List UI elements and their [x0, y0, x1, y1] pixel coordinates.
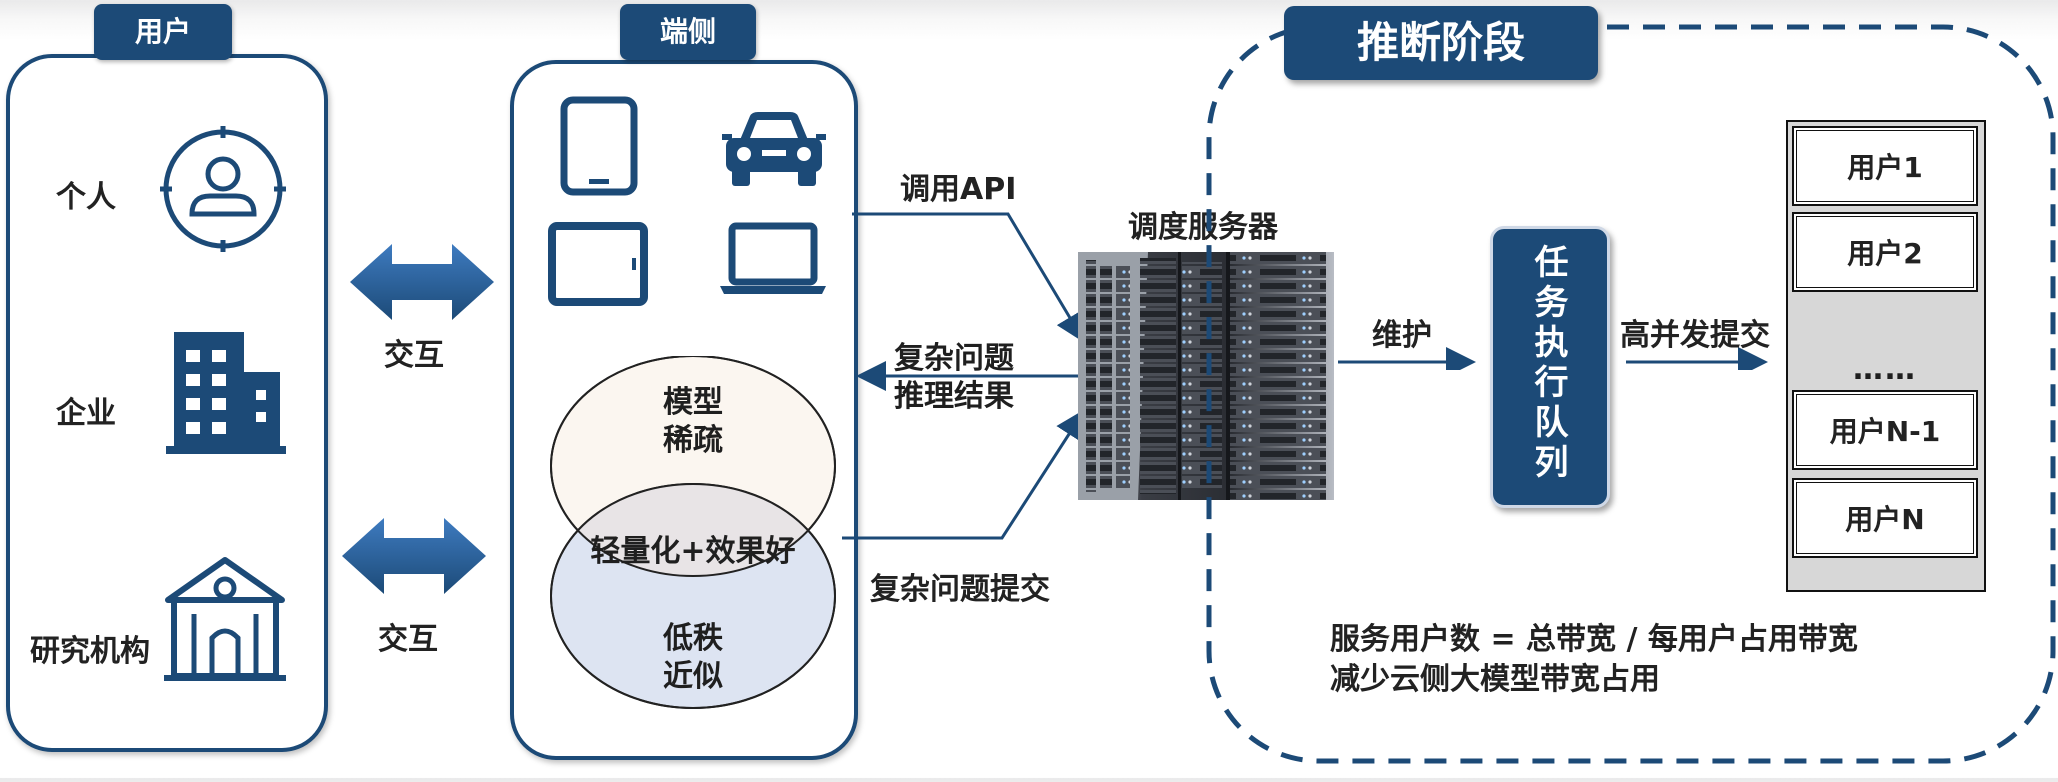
interaction-arrow-top	[350, 244, 494, 324]
laptop-icon	[718, 222, 828, 302]
note-reduce-bandwidth: 减少云侧大模型带宽占用	[1330, 662, 1660, 697]
flow-lines	[842, 212, 1086, 540]
note-service-users: 服务用户数 = 总带宽 / 每用户占用带宽	[1330, 622, 1858, 657]
device-tab: 端侧	[620, 4, 756, 60]
interaction-arrow-bottom	[342, 518, 486, 598]
tablet-icon	[560, 96, 638, 200]
queue-item-1: 用户1	[1792, 126, 1978, 206]
queue-item-2: 用户2	[1792, 212, 1978, 292]
venn-top-text: 模型 稀疏	[548, 384, 838, 460]
flow-label-complex-submit: 复杂问题提交	[870, 572, 1050, 607]
flow-label-complex-result-2: 推理结果	[894, 379, 1014, 414]
server-rack-image	[1078, 252, 1334, 504]
flow-label-complex-result-1: 复杂问题	[894, 341, 1014, 376]
venn-middle-text: 轻量化+效果好	[590, 534, 796, 569]
task-queue-label: 任务执行队列	[1528, 244, 1568, 484]
scheduler-label: 调度服务器	[1128, 210, 1278, 245]
tablet-landscape-icon	[548, 222, 648, 310]
queue-ellipsis: ……	[1853, 352, 1917, 387]
high-concurrency-label: 高并发提交	[1620, 318, 1770, 353]
venn-bottom-text: 低秩 近似	[548, 620, 838, 696]
interaction-label-top: 交互	[384, 338, 444, 373]
venn-bottom-line-2: 近似	[663, 659, 723, 694]
person-icon	[160, 126, 286, 256]
venn-diagram	[548, 355, 838, 730]
queue-item-n: 用户N	[1792, 478, 1978, 558]
users-tab: 用户	[94, 4, 232, 60]
flow-label-call-api: 调用API	[900, 172, 1017, 207]
venn-bottom-line-1: 低秩	[663, 621, 723, 656]
flow-label-complex-result: 复杂问题 推理结果	[894, 340, 1014, 416]
user-label-research: 研究机构	[30, 634, 150, 669]
user-label-enterprise: 企业	[56, 396, 116, 431]
inference-title: 推断阶段	[1284, 6, 1598, 80]
venn-top-line-1: 模型	[663, 385, 723, 420]
venn-top-line-2: 稀疏	[663, 423, 723, 458]
queue-item-n-1: 用户N-1	[1792, 390, 1978, 470]
inference-notes: 服务用户数 = 总带宽 / 每用户占用带宽 减少云侧大模型带宽占用	[1330, 620, 1858, 700]
maintain-label: 维护	[1372, 318, 1432, 353]
building-icon	[160, 328, 288, 460]
institution-icon	[160, 554, 290, 688]
inference-arrows	[1330, 330, 1770, 377]
interaction-label-bottom: 交互	[378, 622, 438, 657]
inference-stage-frame	[1206, 24, 2056, 768]
car-icon	[722, 106, 826, 192]
task-queue-box	[1490, 226, 1610, 508]
user-label-individual: 个人	[56, 180, 116, 215]
